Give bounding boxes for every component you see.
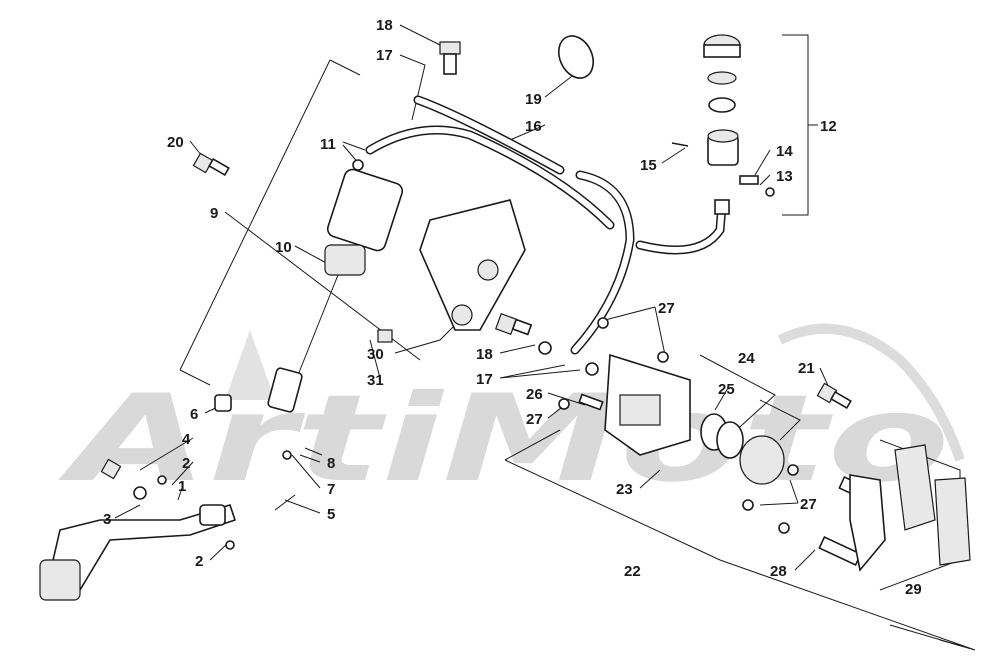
part-label: 27 <box>526 411 543 428</box>
bolt-21 <box>816 382 852 410</box>
bracket-9 <box>179 59 361 386</box>
master-cylinder <box>267 159 404 413</box>
part-label: 17 <box>376 47 393 64</box>
part-label: 16 <box>525 118 542 135</box>
part-label: 4 <box>182 431 191 448</box>
piston-seals <box>700 413 799 534</box>
part-label: 20 <box>167 134 184 151</box>
bracket-12 <box>782 34 818 216</box>
part-label: 17 <box>476 371 493 388</box>
watermark: ArtiMoto <box>58 323 965 509</box>
part-label: 9 <box>210 205 218 222</box>
caliper-pins <box>818 474 886 572</box>
part-label: 31 <box>367 372 384 389</box>
part-label: 19 <box>525 91 542 108</box>
part-label: 18 <box>476 346 493 363</box>
part-label: 15 <box>640 157 657 174</box>
part-label: 21 <box>798 360 815 377</box>
part-label: 13 <box>776 168 793 185</box>
part-label: 14 <box>776 143 793 160</box>
watermark-swoosh <box>777 323 965 462</box>
banjo-bolt-top <box>439 41 461 75</box>
hoses <box>365 95 727 355</box>
reservoir-assembly <box>671 34 775 215</box>
part-label: 29 <box>905 581 922 598</box>
part-label: 2 <box>182 455 190 472</box>
part-label: 1 <box>178 478 186 495</box>
part-label: 26 <box>526 386 543 403</box>
part-label: 30 <box>367 346 384 363</box>
part-label: 24 <box>738 350 755 367</box>
part-label: 10 <box>275 239 292 256</box>
mount-plate <box>377 199 526 343</box>
part-label: 3 <box>103 511 111 528</box>
part-label: 8 <box>327 455 335 472</box>
part-label: 27 <box>658 300 675 317</box>
part-label: 22 <box>624 563 641 580</box>
part-label: 12 <box>820 118 837 135</box>
banjo-bolt-lower <box>494 312 669 376</box>
brake-pads <box>894 444 971 566</box>
part-label: 6 <box>190 406 198 423</box>
part-label: 18 <box>376 17 393 34</box>
part-label: 7 <box>327 481 335 498</box>
part-label: 25 <box>718 381 735 398</box>
bolt-20 <box>192 152 230 177</box>
part-label: 28 <box>770 563 787 580</box>
clamp-19 <box>557 35 595 79</box>
part-label: 27 <box>800 496 817 513</box>
part-labels: 18 17 19 16 12 20 11 9 10 14 15 13 27 24… <box>103 17 922 598</box>
watermark-text: ArtiMoto <box>58 370 950 509</box>
part-label: 23 <box>616 481 633 498</box>
bracket-22 <box>504 429 976 651</box>
caliper <box>558 353 691 456</box>
part-label: 11 <box>320 136 336 153</box>
watermark-tower <box>225 330 275 400</box>
brake-pedal <box>39 394 323 601</box>
part-label: 5 <box>327 506 335 523</box>
part-label: 2 <box>195 553 203 570</box>
